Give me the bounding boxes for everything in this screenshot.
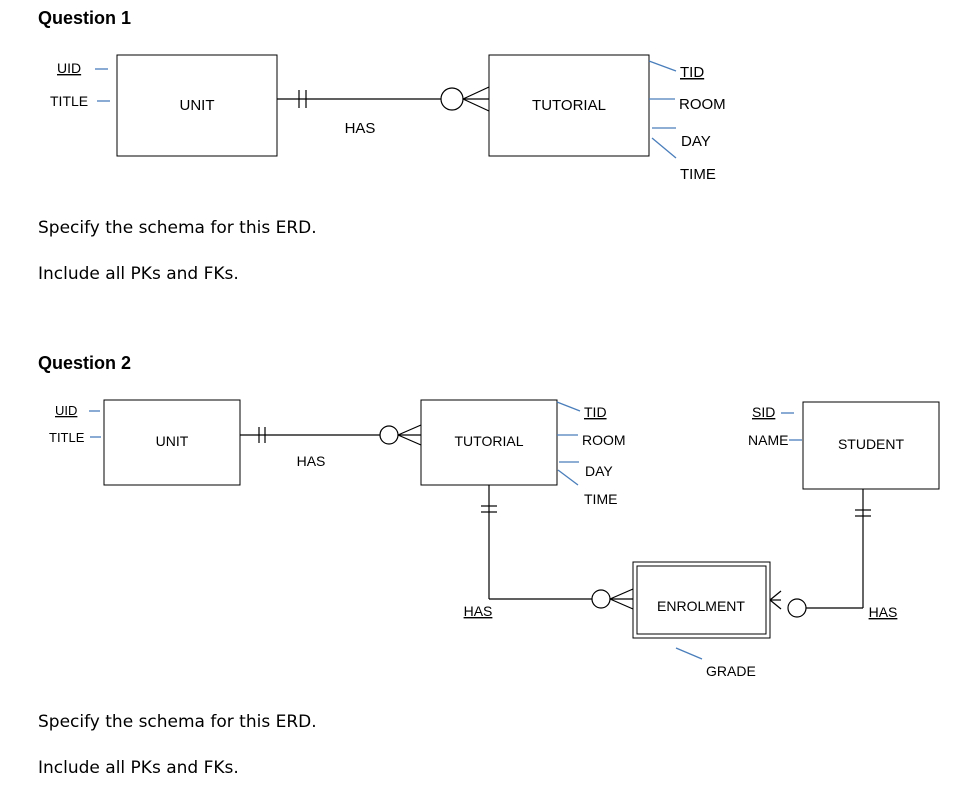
q2-tutorial-attr-room: ROOM: [582, 432, 626, 448]
q2-student-attr-sid: SID: [752, 404, 775, 420]
q2-instruction-keys: Include all PKs and FKs.: [38, 758, 239, 778]
q1-unit-attr-title: TITLE: [50, 93, 88, 109]
q2-student-label: STUDENT: [838, 436, 905, 452]
q2-tutorial-attr-time: TIME: [584, 491, 617, 507]
q2-erd: UID TITLE UNIT HAS TUTORIAL TID ROOM DAY…: [49, 399, 940, 679]
q1-tutorial-label: TUTORIAL: [532, 97, 606, 114]
q2-unit-attr-title: TITLE: [49, 430, 85, 445]
q2-enrolment-attr-grade: GRADE: [706, 663, 756, 679]
q1-tutorial-attr-day: DAY: [681, 133, 711, 150]
q2-instruction-schema: Specify the schema for this ERD.: [38, 712, 317, 732]
q2-tutorial-entity: [420, 399, 558, 486]
q1-erd: UID TITLE UNIT HAS TUTORIAL TID ROOM DAY…: [50, 54, 726, 183]
q1-instruction-schema: Specify the schema for this ERD.: [38, 218, 317, 238]
q2-student-attr-name: NAME: [748, 432, 788, 448]
q1-unit-attr-uid: UID: [57, 60, 81, 76]
q2-unit-tutorial-circle: [379, 425, 399, 445]
q1-tutorial-attr-room: ROOM: [679, 96, 726, 113]
q2-rel-student-enrolment-label: HAS: [869, 604, 898, 620]
q2-enrolment-entity: [632, 561, 771, 639]
q1-unit-entity: [116, 54, 278, 157]
q1-tutorial-entity: [488, 54, 650, 157]
q2-heading: Question 2: [38, 353, 132, 373]
q2-tutorial-label: TUTORIAL: [455, 433, 524, 449]
q2-tutorial-attr-day: DAY: [585, 463, 613, 479]
q1-tutorial-attr-tid: TID: [680, 64, 704, 81]
q2-rel-unit-tutorial-label: HAS: [297, 453, 326, 469]
q1-relationship-label: HAS: [345, 120, 376, 137]
q1-unit-label: UNIT: [180, 97, 215, 114]
q2-unit-attr-uid: UID: [55, 403, 77, 418]
q2-student-entity: [802, 401, 940, 490]
q2-rel-tutorial-enrolment-label: HAS: [464, 603, 493, 619]
q1-tutorial-attr-time: TIME: [680, 166, 716, 183]
q2-enrolment-label: ENROLMENT: [657, 598, 745, 614]
q2-unit-label: UNIT: [156, 433, 189, 449]
q2-unit-entity: [103, 399, 241, 486]
q2-tutorial-attr-tid: TID: [584, 404, 607, 420]
q1-instruction-keys: Include all PKs and FKs.: [38, 264, 239, 284]
q2-tutorial-enrolment-circle: [591, 589, 611, 609]
q2-student-enrolment-circle: [787, 598, 807, 618]
q1-optional-circle: [440, 87, 464, 111]
q1-heading: Question 1: [38, 8, 132, 28]
